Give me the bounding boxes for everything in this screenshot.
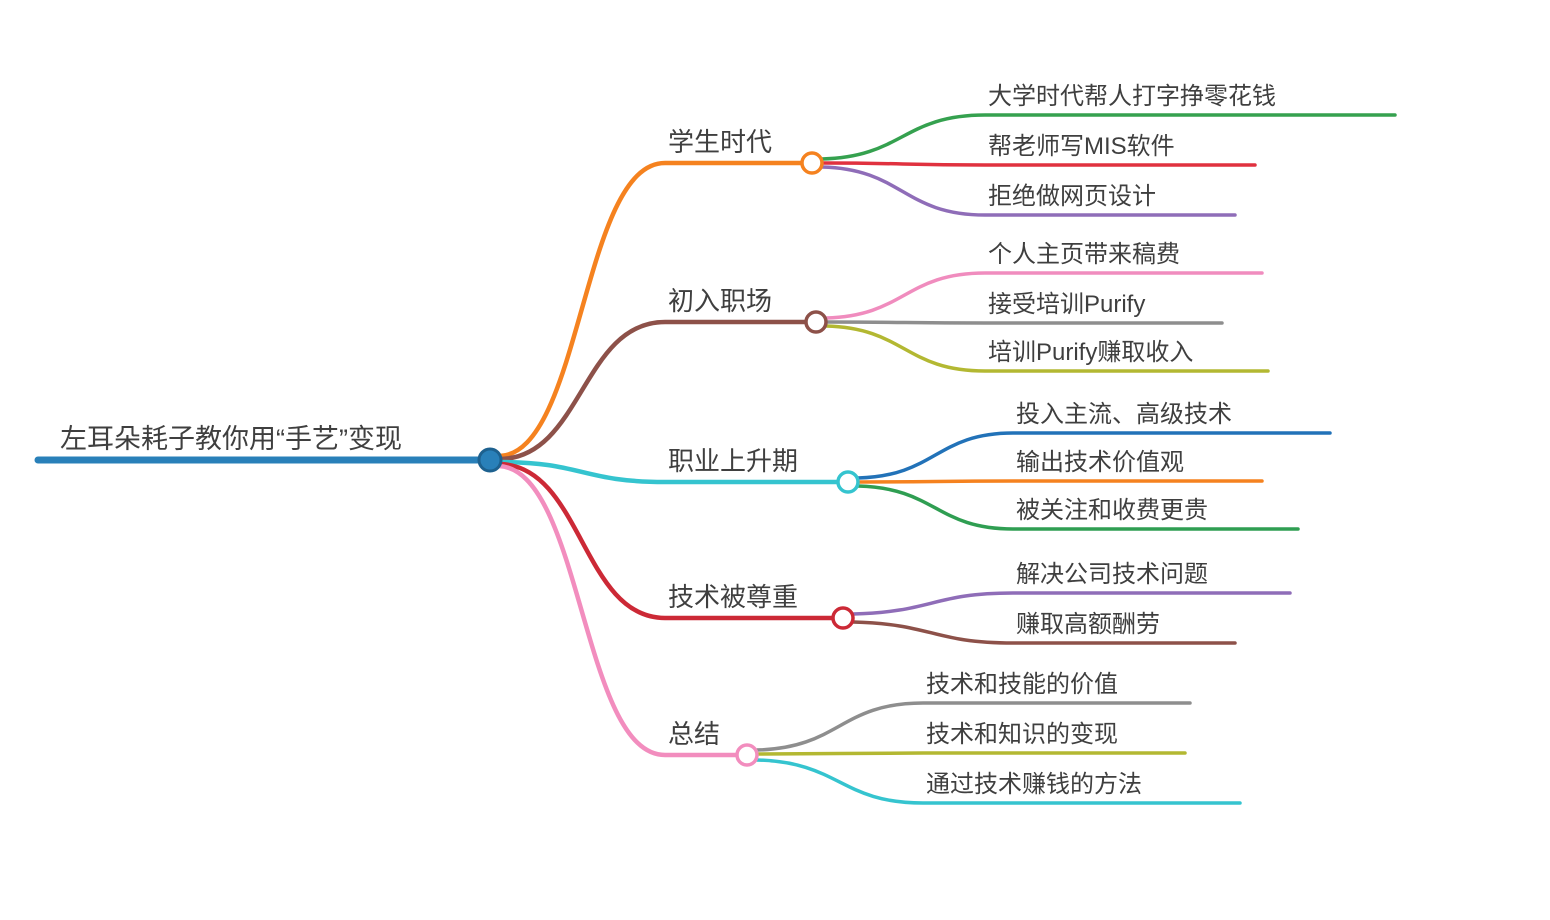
leaf-4-2-line (851, 620, 1237, 645)
leaf-1-1-label[interactable]: 大学时代帮人打字挣零花钱 (988, 83, 1276, 110)
leaf-5-2-line (756, 751, 1187, 756)
branch-2-label[interactable]: 初入职场 (668, 286, 773, 316)
leaf-4-1-line (851, 591, 1292, 616)
leaf-1-2-line (821, 161, 1257, 167)
root-node[interactable] (477, 447, 503, 473)
branch-3-node[interactable] (836, 470, 860, 494)
branch-4-node[interactable] (831, 606, 855, 630)
leaf-2-3-label[interactable]: 培训Purify赚取收入 (988, 339, 1194, 366)
leaf-2-1-line (824, 271, 1264, 320)
leaf-2-2-label[interactable]: 接受培训Purify (988, 291, 1146, 318)
branch-5-node[interactable] (735, 743, 759, 767)
leaf-3-3-label[interactable]: 被关注和收费更贵 (1016, 497, 1208, 524)
branch-5-label[interactable]: 总结 (668, 719, 721, 749)
leaf-3-1-line (856, 431, 1332, 480)
leaf-3-1-label[interactable]: 投入主流、高级技术 (1016, 401, 1232, 428)
leaf-5-3-label[interactable]: 通过技术赚钱的方法 (926, 771, 1142, 798)
leaf-5-2-label[interactable]: 技术和知识的变现 (926, 721, 1118, 748)
leaf-1-2-label[interactable]: 帮老师写MIS软件 (988, 133, 1175, 160)
leaf-2-1-label[interactable]: 个人主页带来稿费 (988, 241, 1180, 268)
branch-1-label[interactable]: 学生时代 (668, 127, 773, 157)
leaf-5-1-line (755, 701, 1192, 752)
leaf-3-3-line (856, 484, 1300, 531)
leaf-1-3-label[interactable]: 拒绝做网页设计 (988, 183, 1156, 210)
branch-1-line (497, 160, 804, 459)
branch-4-label[interactable]: 技术被尊重 (668, 582, 799, 612)
root-label[interactable]: 左耳朵耗子教你用“手艺”变现 (60, 424, 402, 454)
leaf-3-2-line (857, 479, 1264, 484)
branch-5-line (496, 463, 738, 758)
leaf-2-3-line (824, 324, 1270, 373)
branch-1-node[interactable] (800, 151, 824, 175)
branch-3-label[interactable]: 职业上升期 (668, 446, 799, 476)
leaf-1-1-line (820, 113, 1397, 161)
leaf-1-3-line (820, 165, 1237, 217)
branch-4-line (497, 461, 834, 621)
branch-2-line (497, 319, 807, 462)
leaf-3-2-label[interactable]: 输出技术价值观 (1016, 449, 1184, 476)
leaf-4-1-label[interactable]: 解决公司技术问题 (1016, 561, 1208, 588)
leaf-4-2-label[interactable]: 赚取高额酬劳 (1016, 611, 1160, 638)
branch-2-node[interactable] (804, 310, 828, 334)
leaf-5-1-label[interactable]: 技术和技能的价值 (926, 671, 1118, 698)
leaf-2-2-line (825, 320, 1224, 325)
leaf-5-3-line (755, 758, 1242, 805)
branch-3-line (497, 459, 839, 485)
